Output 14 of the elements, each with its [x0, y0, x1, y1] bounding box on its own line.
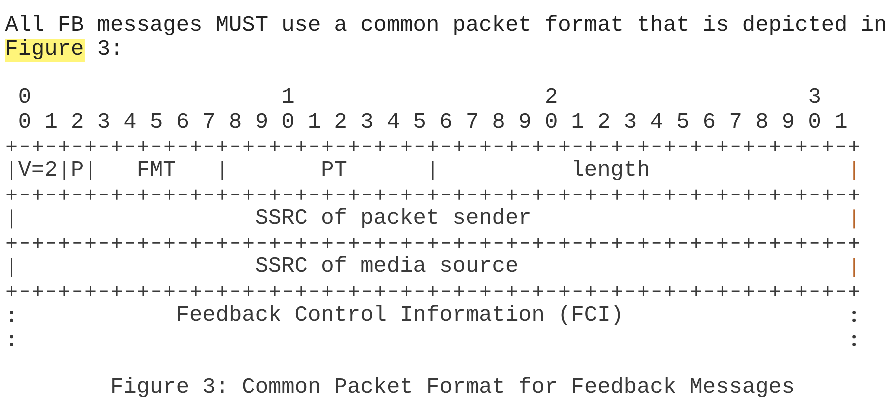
bit-number: 3: [808, 86, 822, 111]
packet-field: FMT: [92, 153, 221, 188]
packet-field: V=2: [13, 153, 63, 188]
bit-number: 2: [544, 86, 558, 111]
figure-caption: Figure 3: Common Packet Format for Feedback Messages: [110, 376, 796, 400]
bit-number-row: 0 1 2 3 4 5 6 7 8 9 0 1 2 3 4 5 6 7 8 9 0 1 2 3 4 5 6 7 8 9 0 1: [18, 110, 848, 135]
packet-field: SSRC of packet sender: [13, 201, 853, 237]
packet-field: Feedback Control Information (FCI): [13, 298, 853, 352]
packet-field: PT: [224, 153, 432, 188]
bit-number: 1: [282, 86, 295, 111]
packet-field: SSRC of media source: [13, 250, 853, 285]
bit-number: 0: [18, 86, 32, 111]
packet-field: length: [434, 153, 853, 188]
packet-field: P: [66, 153, 90, 188]
